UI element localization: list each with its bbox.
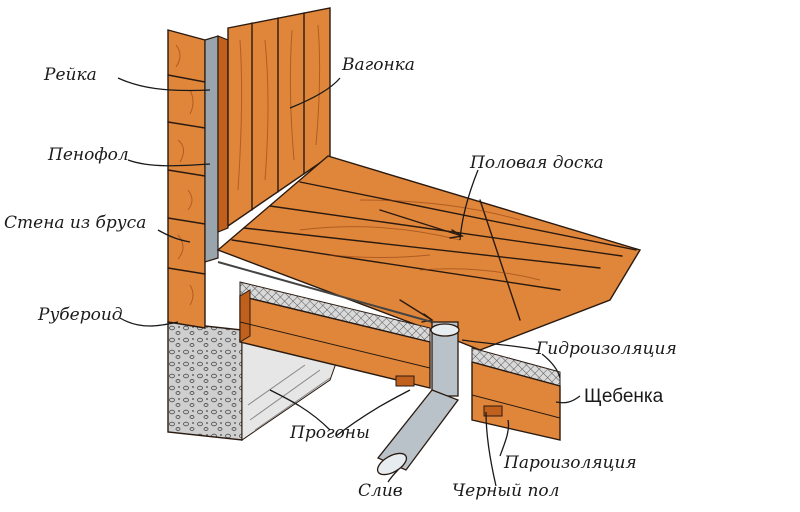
floor-joists [239, 289, 561, 441]
label-floor-board: Половая доска [469, 153, 604, 173]
wall-lining-boards [227, 7, 331, 228]
label-joists: Прогоны [289, 423, 370, 443]
penofol-layer [204, 35, 219, 263]
label-reika: Рейка [43, 65, 97, 85]
drain-pipe [376, 321, 460, 476]
label-vapor-barrier: Пароизоляция [503, 453, 637, 473]
label-gravel: Щебенка [584, 386, 664, 407]
label-drain: Слив [358, 481, 403, 501]
label-penofol: Пенофол [47, 145, 129, 165]
floor-insulation [217, 261, 561, 387]
label-ruberoid: Рубероид [37, 305, 123, 325]
leader-lines [117, 77, 581, 487]
label-log-wall: Стена из бруса [4, 213, 146, 233]
rail-batten [217, 35, 229, 233]
label-waterproofing: Гидроизоляция [535, 339, 677, 359]
label-vagonka: Вагонка [341, 55, 415, 75]
label-subfloor: Черный пол [452, 481, 560, 501]
log-wall [167, 29, 206, 329]
